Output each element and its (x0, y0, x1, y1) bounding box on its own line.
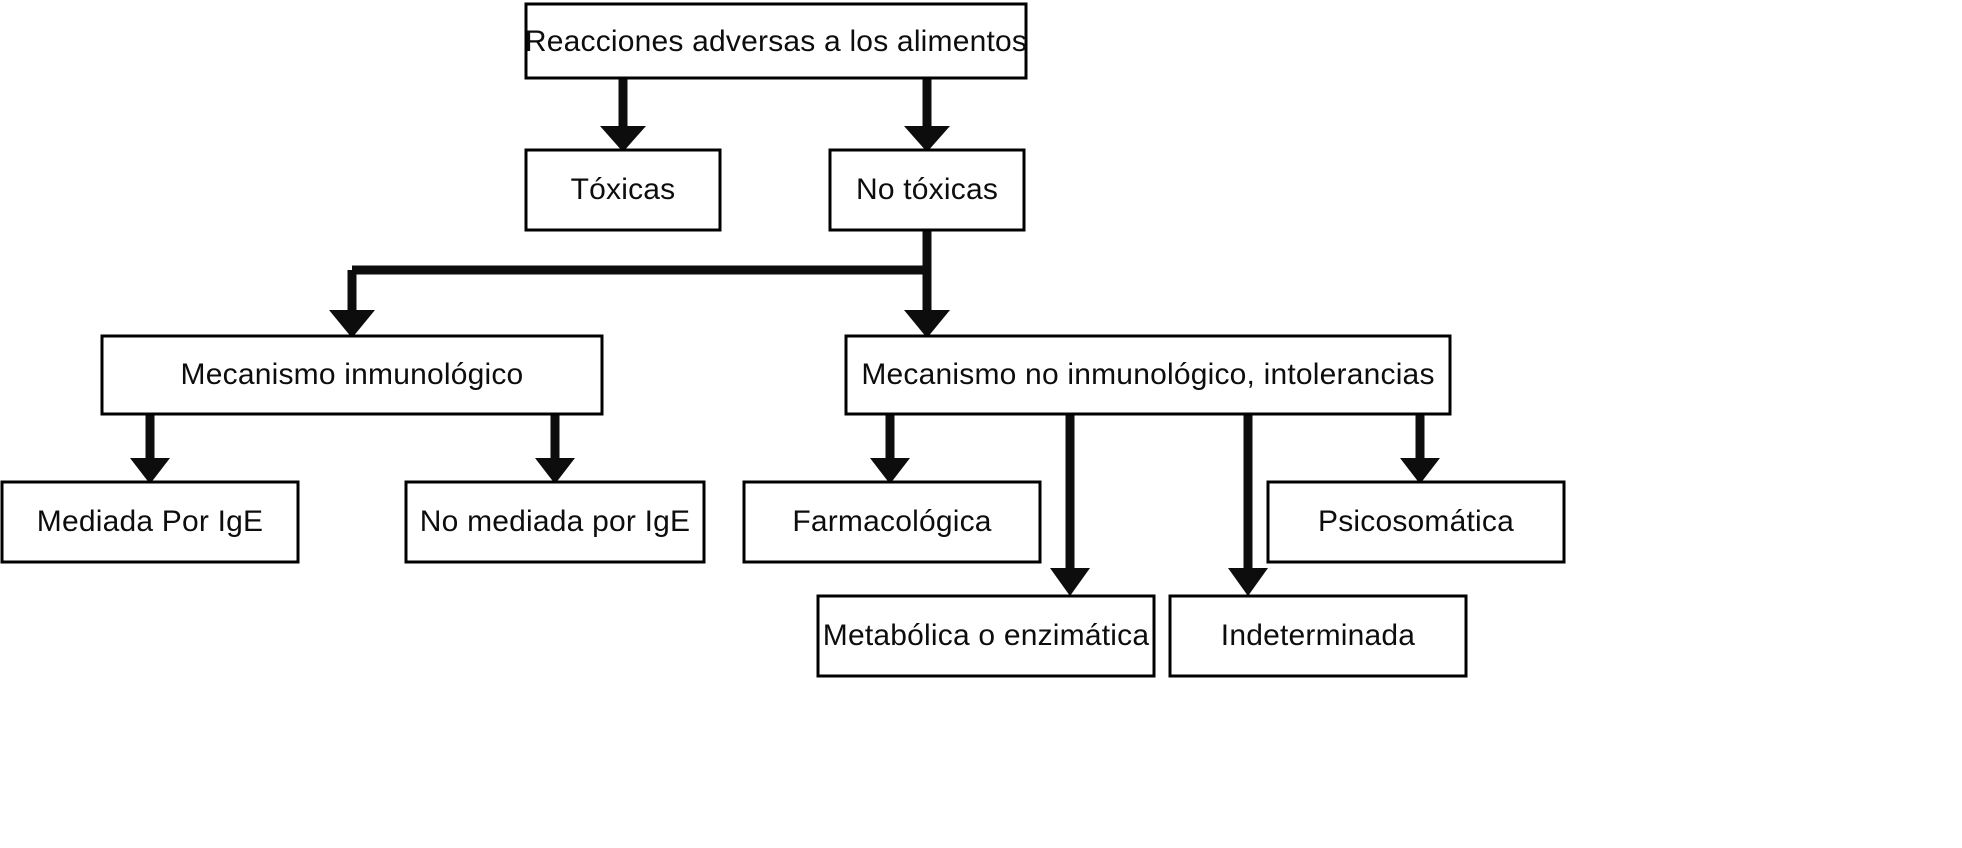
node-psicosomatica[interactable]: Psicosomática (1266, 480, 1566, 564)
node-metabolica-o-enzimatica[interactable]: Metabólica o enzimática (816, 594, 1156, 678)
node-label-farmacologica: Farmacológica (792, 505, 991, 538)
node-label-metabolica-o-enzimatica: Metabólica o enzimática (823, 619, 1150, 652)
edge-root-to-no-toxicas (904, 78, 950, 152)
node-label-no-toxicas: No tóxicas (856, 173, 998, 206)
node-label-mecanismo-inmunologico: Mecanismo inmunológico (181, 358, 524, 391)
node-label-indeterminada: Indeterminada (1221, 619, 1416, 652)
node-no-toxicas[interactable]: No tóxicas (828, 148, 1026, 232)
node-mecanismo-inmunologico[interactable]: Mecanismo inmunológico (100, 334, 604, 416)
node-mediada-por-ige[interactable]: Mediada Por IgE (0, 480, 300, 564)
node-farmacologica[interactable]: Farmacológica (742, 480, 1042, 564)
node-no-mediada-por-ige[interactable]: No mediada por IgE (404, 480, 706, 564)
edge-no-inmuno-to-psicosomatica (1400, 414, 1440, 484)
node-label-no-mediada-por-ige: No mediada por IgE (420, 505, 690, 538)
edge-root-to-toxicas (600, 78, 646, 152)
edge-no-inmuno-to-metabolica (1050, 414, 1090, 596)
node-reacciones-adversas[interactable]: Reacciones adversas a los alimentos (524, 2, 1028, 80)
node-layer: Reacciones adversas a los alimentos Tóxi… (0, 2, 1566, 678)
node-label-psicosomatica: Psicosomática (1318, 505, 1514, 538)
node-label-toxicas: Tóxicas (571, 173, 676, 206)
edge-inmuno-to-no-mediada (535, 414, 575, 484)
edge-layer (130, 78, 1440, 596)
node-label-reacciones-adversas: Reacciones adversas a los alimentos (525, 25, 1027, 58)
node-mecanismo-no-inmunologico[interactable]: Mecanismo no inmunológico, intolerancias (844, 334, 1452, 416)
edge-no-inmuno-to-farmacologica (870, 414, 910, 484)
edge-inmuno-to-mediada (130, 414, 170, 484)
node-label-mecanismo-no-inmunologico: Mecanismo no inmunológico, intolerancias (861, 358, 1434, 391)
edge-no-inmuno-to-indeterminada (1228, 414, 1268, 596)
edge-no-toxicas-branch-bus (329, 230, 950, 338)
node-label-mediada-por-ige: Mediada Por IgE (37, 505, 263, 538)
node-indeterminada[interactable]: Indeterminada (1168, 594, 1468, 678)
node-toxicas[interactable]: Tóxicas (524, 148, 722, 232)
